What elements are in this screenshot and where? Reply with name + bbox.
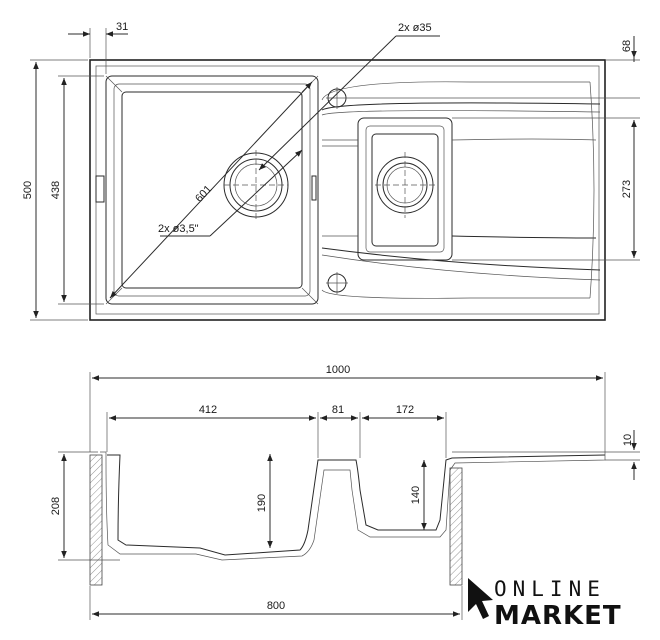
dim-frame-offset: 31 bbox=[116, 21, 128, 33]
dim-small-bowl-depth: 140 bbox=[410, 486, 422, 504]
dim-small-bowl-width: 172 bbox=[396, 404, 414, 416]
side-view: 1000 412 81 172 10 208 190 140 800 bbox=[50, 364, 640, 620]
dim-overall-length: 1000 bbox=[326, 364, 350, 376]
dim-gap: 81 bbox=[332, 404, 344, 416]
logo-line1: ONLINE bbox=[494, 577, 606, 601]
dim-big-bowl-width: 412 bbox=[199, 404, 217, 416]
dim-big-bowl-depth: 190 bbox=[256, 494, 268, 512]
sink-profile-outer bbox=[100, 451, 606, 561]
dim-overall-width-top: 500 bbox=[22, 181, 34, 199]
cursor-icon bbox=[468, 578, 493, 619]
drainer-grooves bbox=[321, 81, 601, 299]
logo-line2: MARKET bbox=[494, 601, 622, 631]
online-market-logo: ONLINE MARKET bbox=[468, 577, 622, 631]
dim-cabinet: 800 bbox=[267, 600, 285, 612]
overflow-slot bbox=[95, 175, 105, 203]
top-view: 601 2x ø35 2x ø3,5" 31 500 438 68 bbox=[22, 21, 640, 321]
dim-rim: 10 bbox=[622, 434, 634, 446]
center-slot bbox=[311, 175, 317, 201]
tap-hole-bottom bbox=[326, 272, 348, 294]
tap-hole-top bbox=[326, 87, 348, 109]
dim-total-height: 208 bbox=[50, 497, 62, 515]
cabinet-wall-left bbox=[89, 454, 103, 586]
dim-drain-diameter: 2x ø35 bbox=[398, 22, 432, 34]
sink-outline bbox=[89, 59, 606, 321]
diagonal-dimension-line bbox=[109, 81, 313, 299]
leader-waste-line bbox=[209, 149, 303, 237]
leader-drain-line bbox=[258, 35, 397, 171]
cabinet-wall-right bbox=[449, 467, 463, 586]
dim-waste-size: 2x ø3,5" bbox=[158, 223, 199, 235]
dim-diagonal: 601 bbox=[193, 183, 214, 205]
dim-right-edge: 68 bbox=[621, 40, 633, 52]
sink-profile-inner bbox=[107, 454, 606, 556]
dim-small-bowl: 273 bbox=[621, 180, 633, 198]
dim-bowl-depth: 438 bbox=[50, 181, 62, 199]
small-bowl bbox=[357, 117, 453, 261]
